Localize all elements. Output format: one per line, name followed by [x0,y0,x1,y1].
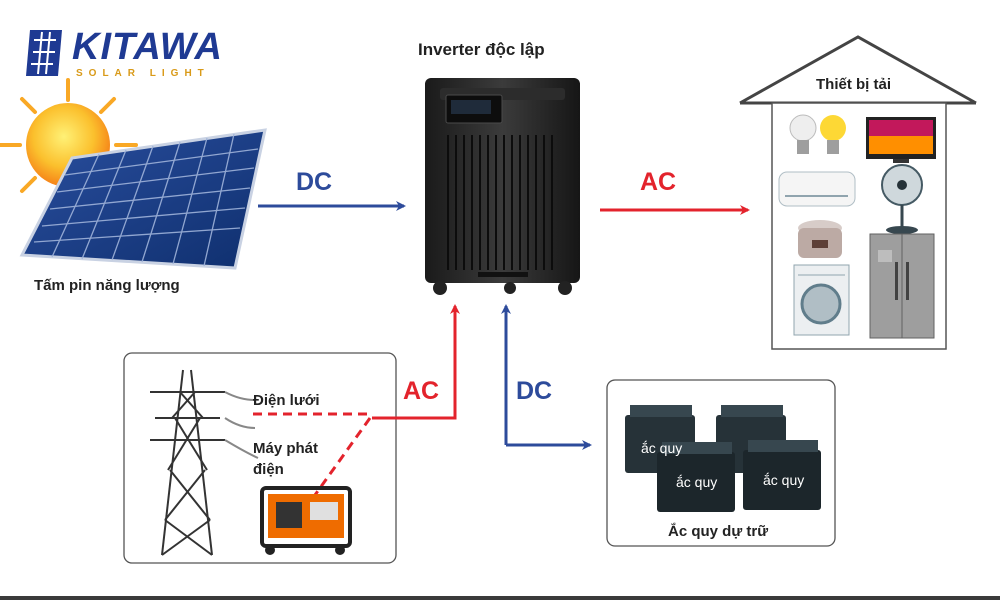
refrigerator-icon [869,233,935,339]
ac-label-grid: AC [403,377,440,405]
logo-emblem-icon [26,30,62,76]
solar-panel-label: Tấm pin năng lượng [34,277,180,294]
battery-text-2: ắc quy [676,474,718,490]
generator-line-dashed [313,417,372,496]
battery-text-3: ắc quy [763,472,805,488]
grid-label: Điện lưới [253,392,320,409]
battery-icon [625,405,821,512]
dc-label-battery: DC [516,377,553,405]
washing-machine-icon [793,264,850,336]
generator-label-line2: điện [253,461,284,478]
inverter-icon [425,78,580,295]
power-tower-icon [150,369,259,556]
fan-icon [881,164,923,234]
loads-label: Thiết bị tải [816,76,891,93]
battery-bank-label: Ắc quy dự trữ [668,523,769,540]
ac-flow-arrow-grid [372,304,460,420]
ac-label-loads: AC [640,168,677,196]
solar-panel-icon [19,128,267,270]
generator-label-line1: Máy phát [253,440,319,457]
brand-tagline: SOLAR LIGHT [76,68,210,79]
dc-label-solar: DC [296,168,333,196]
tv-icon [866,117,936,163]
battery-text-1: ắc quy [641,440,683,456]
inverter-title: Inverter độc lập [418,40,545,59]
air-conditioner-icon [778,171,856,207]
brand-name: KITAWA [72,26,223,68]
footer-divider [0,596,1000,600]
light-bulb-icon [789,114,846,154]
rice-cooker-icon [798,220,842,258]
generator-icon [260,486,352,555]
